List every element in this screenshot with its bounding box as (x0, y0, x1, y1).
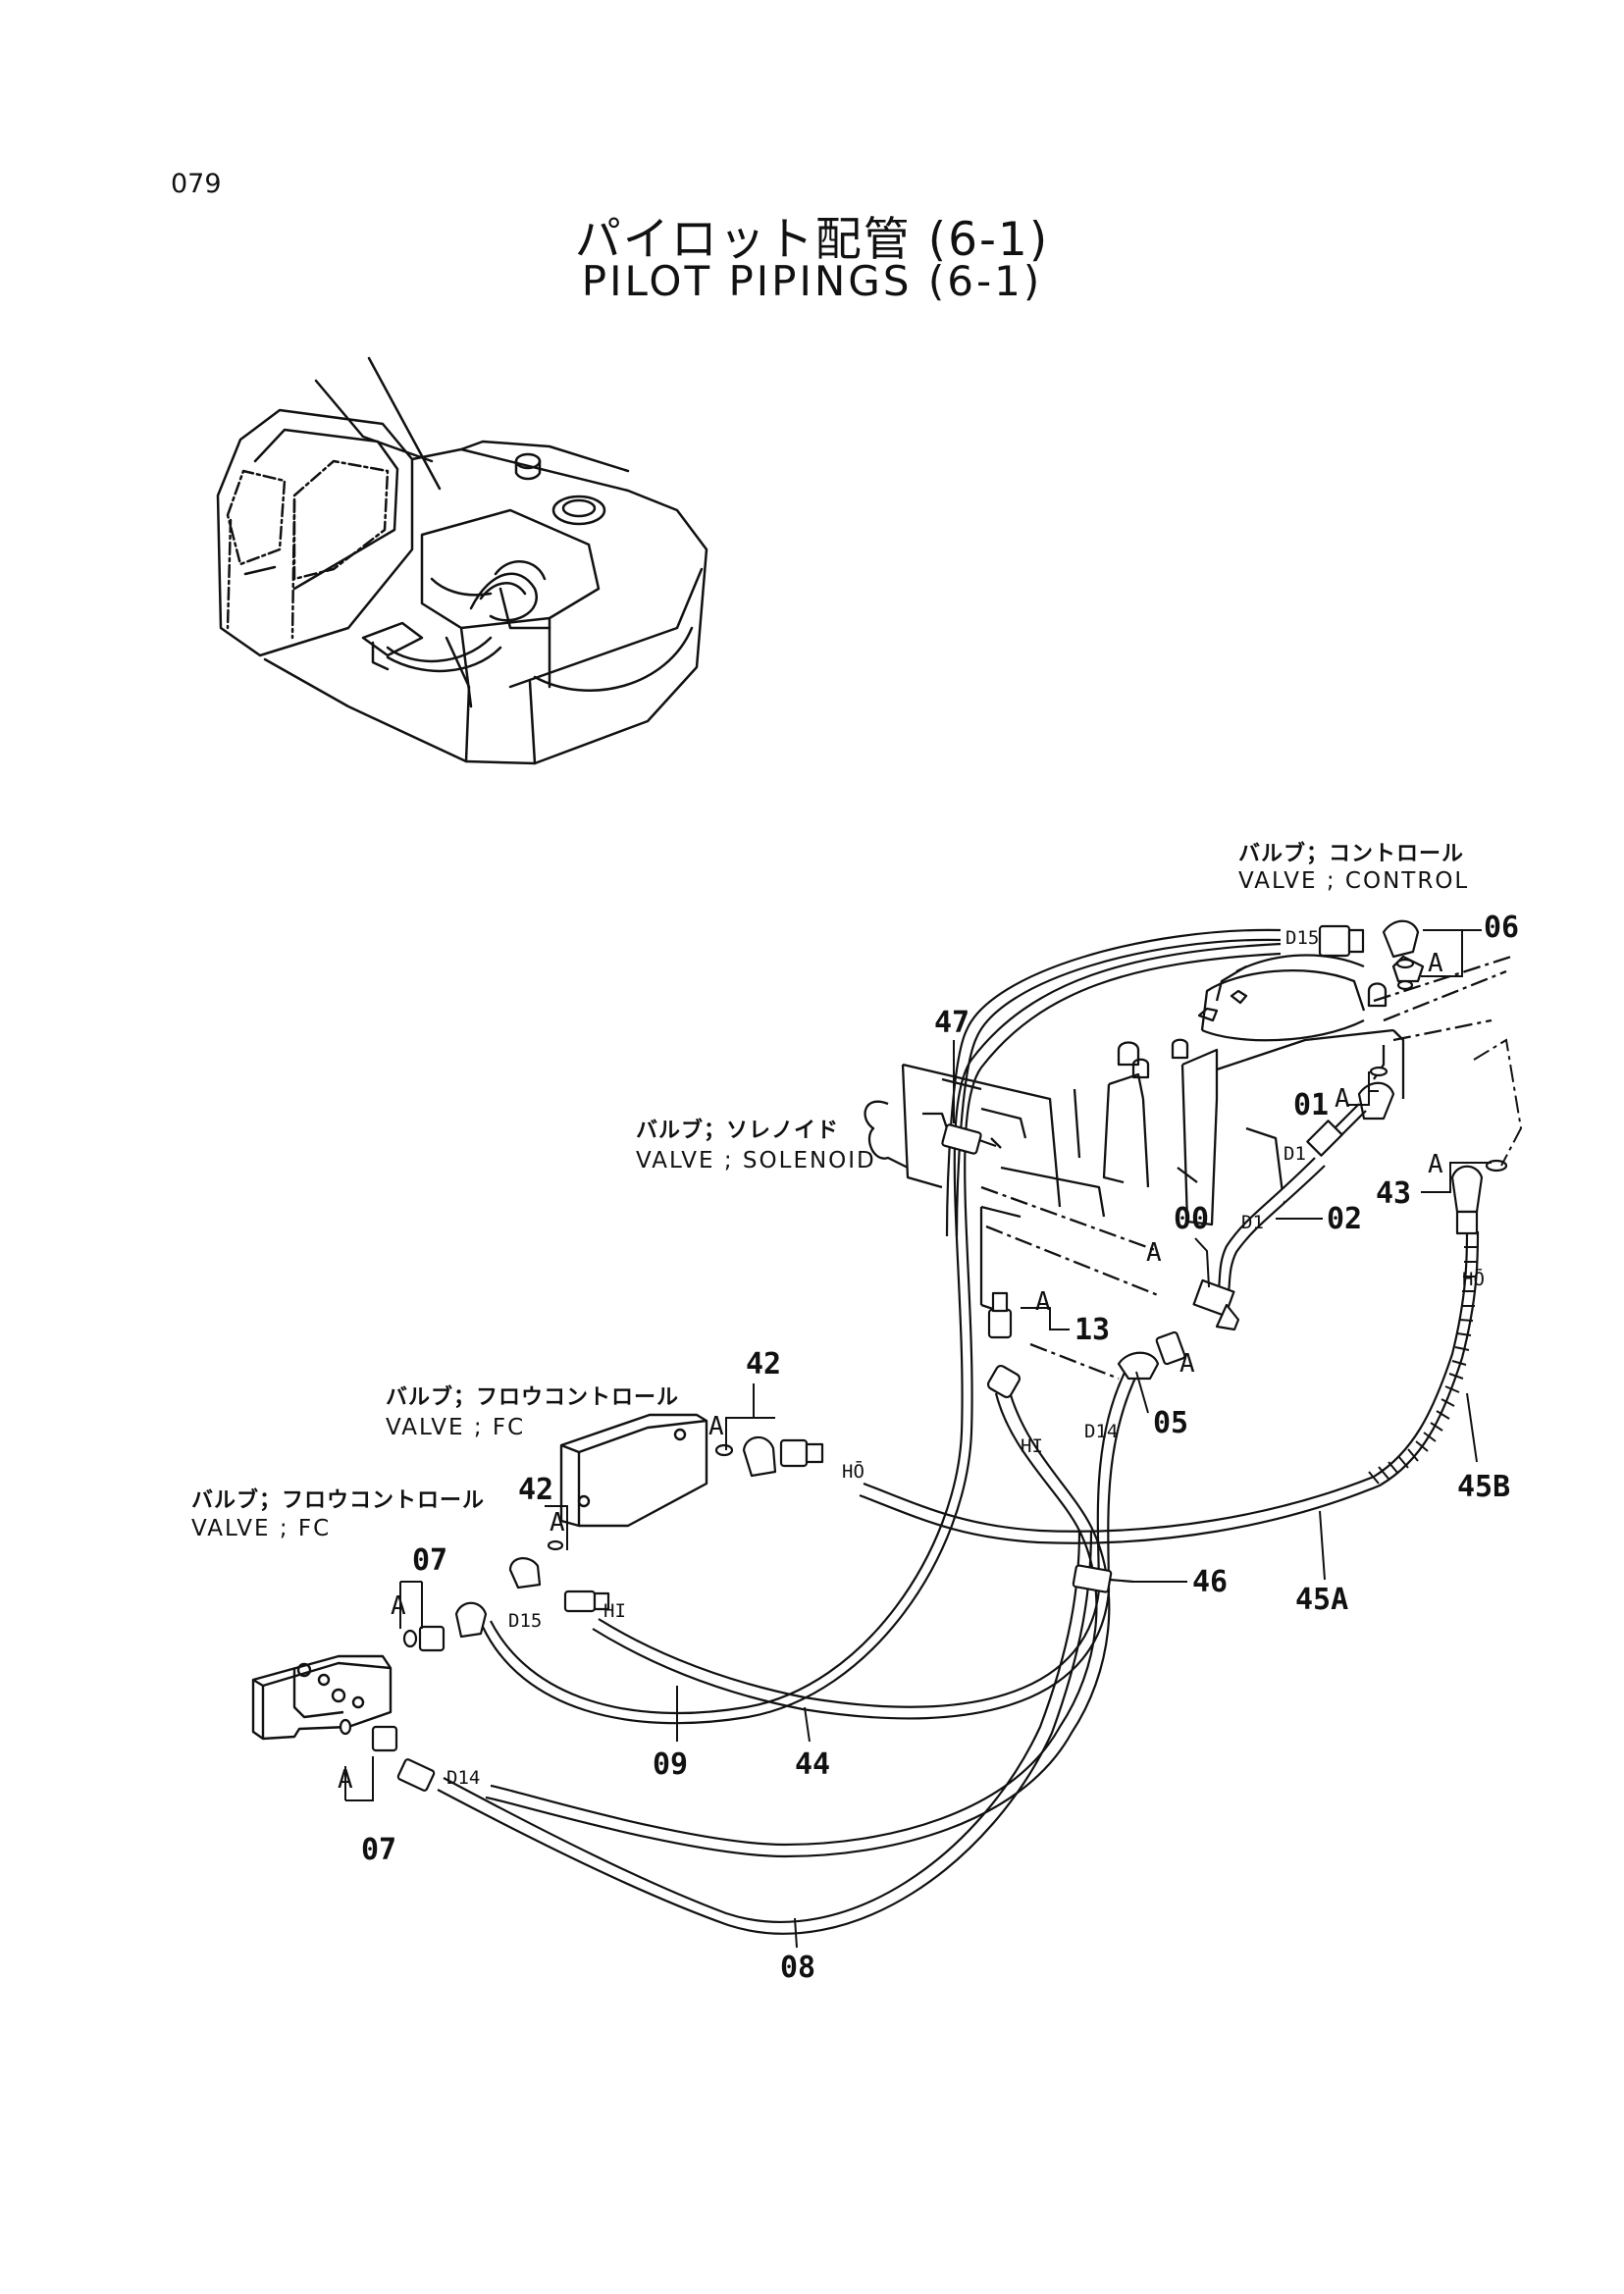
fittings (339, 919, 1508, 1792)
excavator-overview-illustration (216, 356, 708, 765)
hose-label-hi-mid: HI (1021, 1435, 1043, 1457)
callout-control-valve-en: VALVE ; CONTROL (1238, 868, 1470, 894)
part-46-label: 46 (1192, 1565, 1228, 1599)
hose-d15-control-to-fc (482, 942, 1282, 1725)
hose-label-ho-right: HŌ (1462, 1267, 1485, 1290)
hose-label-d15-lower: D15 (508, 1610, 542, 1632)
hose-label-d15-top: D15 (1285, 927, 1319, 949)
detail-marker-a: A (338, 1765, 353, 1795)
callout-fc-valve-upper-ja: バルブ；フロウコントロール (386, 1385, 680, 1410)
part-number-labels: 00 01 02 05 06 07 07 08 09 13 42 42 43 4… (361, 911, 1519, 1985)
hose-08-d14 (437, 1530, 1093, 1935)
detail-marker-a: A (391, 1591, 406, 1621)
page-number: 079 (171, 169, 222, 199)
detail-marker-a: A (1428, 1150, 1443, 1179)
part-09-label: 09 (653, 1747, 688, 1782)
part-42-top-label: 42 (746, 1347, 781, 1382)
detail-marker-a: A (1146, 1238, 1162, 1268)
callout-solenoid-valve-ja: バルブ；ソレノイド (636, 1119, 840, 1143)
part-13-label: 13 (1074, 1313, 1110, 1347)
page-title-ja: パイロット配管 (6-1) (574, 213, 1050, 267)
part-07-bottom-label: 07 (361, 1833, 396, 1867)
solenoid-valve-body (864, 1063, 1159, 1381)
detail-marker-a: A (708, 1412, 724, 1441)
detail-marker-a: A (550, 1508, 565, 1538)
hose-label-d1-lower: D1 (1241, 1212, 1264, 1233)
part-45a-label: 45A (1295, 1583, 1348, 1617)
callout-solenoid-valve-en: VALVE ; SOLENOID (636, 1148, 876, 1173)
hose-44-d14 (592, 1368, 1139, 1720)
callout-fc-valve-lower-en: VALVE ; FC (191, 1516, 332, 1541)
part-01-label: 01 (1293, 1088, 1329, 1122)
part-44-label: 44 (795, 1747, 830, 1782)
callout-fc-valve-lower-ja: バルブ；フロウコントロール (191, 1488, 486, 1513)
part-02-label: 02 (1327, 1202, 1362, 1236)
control-valve-body (1073, 954, 1512, 1226)
hose-45b-spiral-guard (1368, 1246, 1478, 1485)
fc-valve-upper-block (559, 1413, 708, 1528)
callout-fc-valve-upper-en: VALVE ; FC (386, 1415, 526, 1440)
part-07-top-label: 07 (412, 1543, 447, 1578)
leader-lines (344, 929, 1523, 1949)
part-05-label: 05 (1153, 1406, 1188, 1440)
detail-a-markers: A A A A A A A A A A (338, 949, 1443, 1795)
hose-label-d1-upper: D1 (1283, 1143, 1306, 1165)
detail-marker-a: A (1179, 1349, 1195, 1379)
part-47-label: 47 (934, 1006, 969, 1040)
hose-hi (485, 1387, 1111, 1858)
part-08-label: 08 (780, 1951, 815, 1985)
callout-control-valve-ja: バルブ；コントロール (1238, 842, 1465, 866)
hose-label-d14-mid: D14 (1084, 1421, 1118, 1442)
part-00-label: 00 (1174, 1202, 1209, 1236)
part-06-label: 06 (1484, 911, 1519, 945)
detail-marker-a: A (1428, 949, 1443, 978)
hose-label-hi-fc: HI (603, 1600, 626, 1622)
part-42-left-label: 42 (518, 1473, 553, 1507)
hose-45a-45b (859, 1230, 1480, 1544)
detail-marker-a: A (1035, 1287, 1051, 1317)
hose-label-d14-lower: D14 (446, 1767, 480, 1789)
hose-end-labels: D15 D1 D1 D14 D15 D14 HŌ HŌ HI HI (446, 927, 1485, 1789)
detail-marker-a: A (1335, 1084, 1350, 1114)
part-45b-label: 45B (1457, 1470, 1510, 1504)
hose-d15-upper-run (945, 928, 1282, 1237)
page-title-en: PILOT PIPINGS (6-1) (581, 257, 1043, 305)
part-43-label: 43 (1376, 1176, 1411, 1211)
hose-label-ho-fc: HŌ (842, 1459, 864, 1483)
fc-valve-lower-block (251, 1654, 393, 1741)
